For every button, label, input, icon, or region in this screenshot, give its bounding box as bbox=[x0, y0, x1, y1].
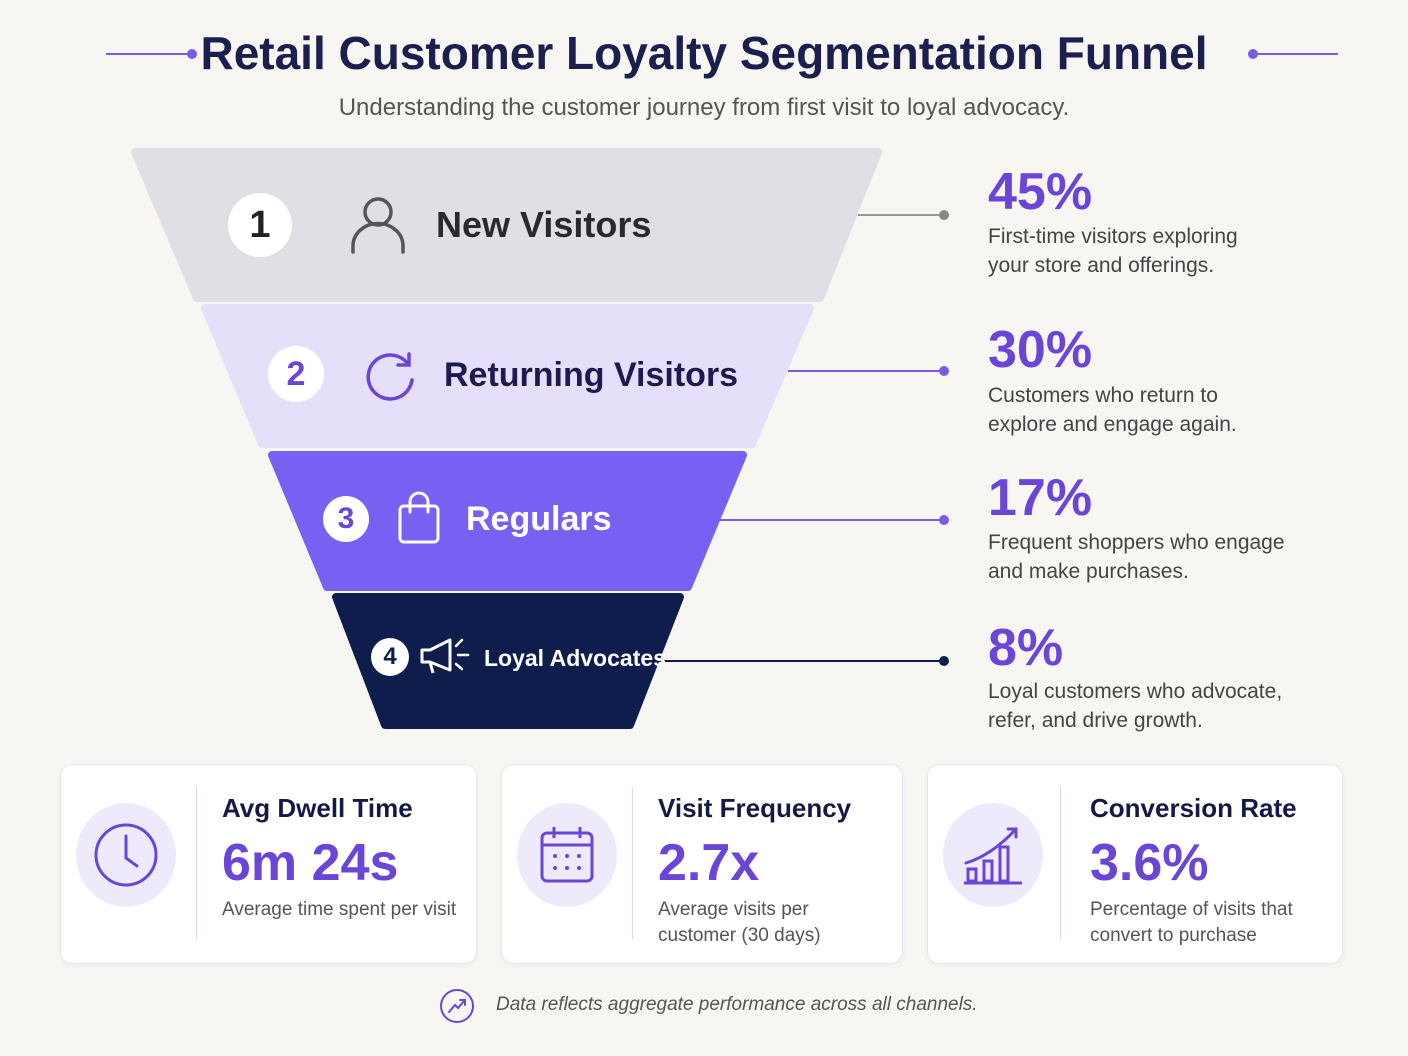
stage-4-description: Loyal customers who advocate, refer, and… bbox=[988, 680, 1283, 732]
card-divider bbox=[632, 787, 633, 939]
stage-2-percent: 30% bbox=[988, 321, 1093, 379]
metric-title: Conversion Rate bbox=[1090, 793, 1297, 823]
stage-4-label: Loyal Advocates bbox=[484, 645, 666, 671]
shopping-bag-icon bbox=[398, 491, 440, 544]
metric-card-dwell-time: Avg Dwell Time 6m 24s Average time spent… bbox=[60, 764, 477, 964]
funnel-stage-3-shape bbox=[268, 451, 747, 591]
funnel-stage-2-shape bbox=[201, 304, 814, 448]
clock-icon bbox=[94, 823, 158, 887]
stage-3-label: Regulars bbox=[466, 500, 612, 538]
stage-4-number-badge: 4 bbox=[371, 638, 409, 676]
connector-dot-4 bbox=[939, 656, 949, 666]
metric-value: 3.6% bbox=[1090, 834, 1209, 892]
page-title: Retail Customer Loyalty Segmentation Fun… bbox=[200, 27, 1208, 79]
stage-2-description: Customers who return to explore and enga… bbox=[988, 384, 1237, 436]
calendar-icon bbox=[540, 827, 594, 883]
stage-3-percent: 17% bbox=[988, 469, 1093, 527]
metric-description: Percentage of visits that convert to pur… bbox=[1090, 899, 1293, 946]
funnel-graphic bbox=[131, 148, 949, 729]
metric-description: Average time spent per visit bbox=[222, 899, 457, 920]
metric-icon-circle bbox=[943, 803, 1043, 907]
refresh-icon bbox=[366, 352, 414, 401]
funnel-stage-1-shape bbox=[131, 148, 882, 302]
metric-icon-circle bbox=[76, 803, 176, 907]
funnel-stage-4-shape bbox=[332, 593, 684, 729]
user-icon bbox=[351, 197, 405, 254]
title-decor-line-left bbox=[106, 53, 192, 55]
growth-chart-icon bbox=[964, 827, 1022, 885]
card-divider bbox=[1060, 787, 1061, 939]
connector-dot-2 bbox=[939, 366, 949, 376]
metric-value: 6m 24s bbox=[222, 834, 399, 892]
stage-1-percent: 45% bbox=[988, 163, 1093, 221]
metric-value: 2.7x bbox=[658, 834, 760, 892]
stage-4-percent: 8% bbox=[988, 619, 1064, 677]
metric-description: Average visits per customer (30 days) bbox=[658, 899, 821, 946]
stage-1-number-badge: 1 bbox=[228, 193, 292, 257]
megaphone-icon bbox=[420, 638, 470, 674]
metric-icon-circle bbox=[517, 803, 617, 907]
stage-2-label: Returning Visitors bbox=[444, 356, 739, 394]
stage-2-number-badge: 2 bbox=[268, 346, 324, 402]
stage-3-number-badge: 3 bbox=[323, 496, 369, 542]
metric-title: Visit Frequency bbox=[658, 793, 852, 823]
metric-card-visit-frequency: Visit Frequency 2.7x Average visits per … bbox=[501, 764, 903, 964]
stage-1-description: First-time visitors exploring your store… bbox=[988, 225, 1238, 277]
footnote: Data reflects aggregate performance acro… bbox=[496, 994, 978, 1015]
connector-dot-1 bbox=[939, 210, 949, 220]
trend-up-icon bbox=[440, 989, 474, 1023]
connector-dot-3 bbox=[939, 515, 949, 525]
title-decor-dot-left bbox=[187, 49, 197, 59]
metric-card-conversion-rate: Conversion Rate 3.6% Percentage of visit… bbox=[927, 764, 1343, 964]
page-subtitle: Understanding the customer journey from … bbox=[338, 94, 1070, 121]
stage-3-description: Frequent shoppers who engage and make pu… bbox=[988, 531, 1285, 583]
metric-title: Avg Dwell Time bbox=[222, 793, 413, 823]
title-decor-line-right bbox=[1252, 53, 1338, 55]
stage-1-label: New Visitors bbox=[436, 204, 652, 245]
card-divider bbox=[196, 787, 197, 939]
